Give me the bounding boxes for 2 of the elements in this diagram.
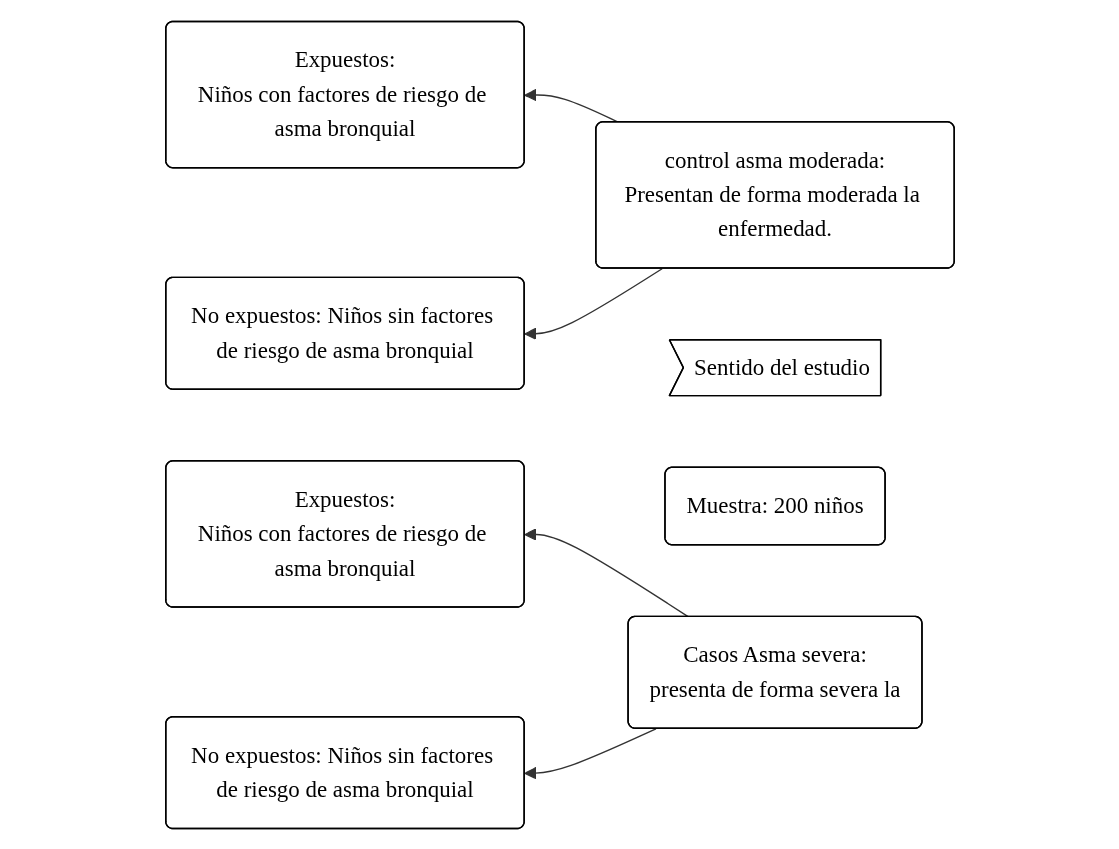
arrow [523,267,663,340]
arrow [523,727,657,779]
